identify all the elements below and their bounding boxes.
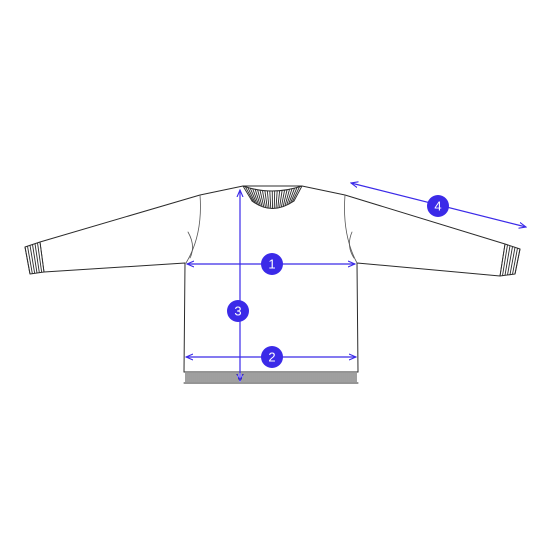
right-cuff-ribbing (499, 243, 521, 277)
right-cuff-rib-stroke (507, 246, 513, 276)
left-cuff-rib-stroke (29, 245, 36, 274)
neckline-rib-stroke (262, 190, 266, 208)
neckline-rib-stroke (257, 189, 263, 207)
badge-1: 1 (261, 253, 283, 275)
left-cuff-rib-stroke (34, 243, 40, 273)
badge-3-label: 3 (234, 304, 241, 319)
neckline-rib-stroke (249, 188, 258, 205)
right-cuff-rib-stroke (504, 245, 511, 276)
left-cuff-rib-stroke (24, 246, 31, 275)
neckline-rib-stroke (245, 186, 255, 203)
hem-ribbing (185, 373, 357, 382)
neckline-rib-stroke (284, 189, 290, 207)
neckline-rib-stroke (242, 185, 253, 202)
badge-3: 3 (227, 300, 249, 322)
badge-3-circle (227, 300, 249, 322)
neckline-rib-stroke (280, 190, 286, 208)
badge-4: 4 (427, 195, 449, 217)
neckline-rib-stroke (293, 185, 303, 202)
neckline-rib-stroke (277, 190, 281, 209)
left-cuff-rib-stroke (32, 244, 38, 274)
neckline-ribbing (242, 185, 303, 209)
neckline-rib-stroke (291, 186, 300, 203)
badge-2-label: 2 (268, 350, 275, 365)
neckline-rib-stroke (286, 188, 293, 206)
neckline-rib-stroke (279, 190, 283, 208)
sweater-outline (24, 185, 521, 373)
right-armhole-seam (344, 194, 358, 264)
neckline-rib-stroke (247, 187, 256, 204)
neckline-rib-stroke (288, 188, 295, 205)
sweater-illustration (24, 185, 521, 384)
right-underarm-fold (349, 231, 355, 259)
right-cuff-rib-stroke (502, 244, 508, 276)
neckline-rib-stroke (259, 190, 265, 208)
measurement-lines (186, 183, 526, 381)
neckline-rib-stroke (264, 190, 268, 209)
left-cuff-rib-stroke (37, 242, 43, 273)
neckline-outer (242, 185, 303, 192)
badge-4-circle (427, 195, 449, 217)
badge-4-label: 4 (434, 199, 441, 214)
right-cuff-rib-stroke (509, 247, 516, 275)
left-underarm-fold (187, 231, 193, 259)
right-cuff-rib-stroke (514, 248, 521, 275)
left-armhole-seam (185, 194, 201, 264)
badge-2-circle (261, 346, 283, 368)
right-cuff-rib-stroke (499, 243, 506, 277)
neckline-rib-stroke (275, 190, 278, 209)
neckline-rib-stroke (254, 189, 261, 207)
right-cuff-rib-stroke (512, 248, 518, 275)
neckline-rib-stroke (282, 189, 288, 207)
left-cuff-ribbing (24, 241, 45, 275)
neckline-rib-stroke (252, 188, 260, 206)
left-cuff-rib-stroke (39, 241, 45, 273)
badge-1-label: 1 (268, 257, 275, 272)
neckline-rib-stroke (269, 190, 272, 209)
neckline-rib-stroke (289, 187, 298, 204)
neckline-rib-stroke (266, 190, 270, 209)
left-cuff-rib-stroke (27, 246, 33, 274)
badge-2: 2 (261, 346, 283, 368)
badge-1-circle (261, 253, 283, 275)
